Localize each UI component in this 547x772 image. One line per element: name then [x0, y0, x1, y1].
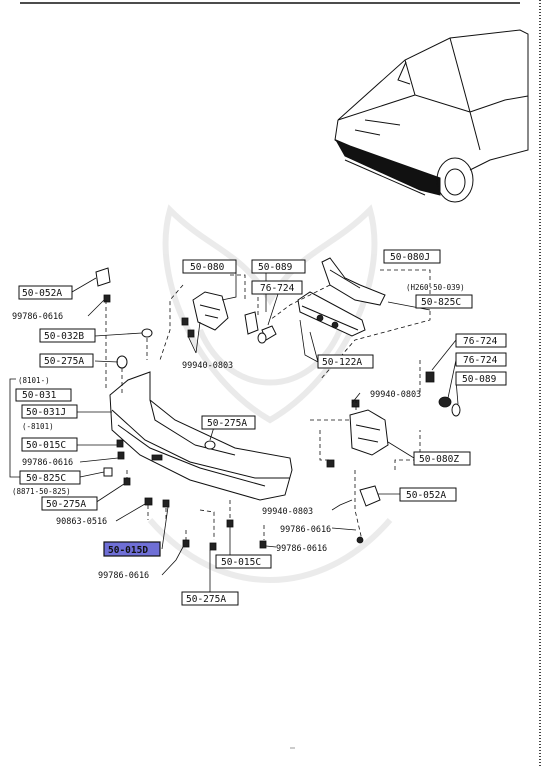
pn-90863-0516: 90863-0516 [56, 517, 107, 527]
callout-76-724-top[interactable]: 76-724 [251, 280, 303, 295]
callout-50-089-right[interactable]: 50-089 [455, 371, 507, 386]
pn-99786-0616-a: 99786-0616 [12, 312, 63, 322]
svg-text:50-080: 50-080 [190, 262, 225, 273]
svg-text:50-031: 50-031 [22, 390, 57, 401]
svg-text:76-724: 76-724 [463, 355, 498, 366]
svg-text:50-080J: 50-080J [390, 252, 430, 263]
note-8101-from: (8101-) [18, 376, 50, 385]
callout-50-089-top[interactable]: 50-089 [251, 259, 306, 274]
callout-50-031J[interactable]: 50-031J [21, 404, 78, 419]
pn-99786-0616-d: 99786-0616 [276, 544, 327, 554]
svg-text:50-089: 50-089 [258, 262, 293, 273]
svg-text:50-015C: 50-015C [26, 440, 66, 451]
callout-50-080J[interactable]: 50-080J [383, 249, 441, 264]
svg-text:76-724: 76-724 [463, 336, 498, 347]
pn-99786-0616-e: 99786-0616 [98, 571, 149, 581]
svg-text:50-032B: 50-032B [44, 331, 84, 342]
callout-50-052A-left[interactable]: 50-052A [18, 285, 73, 300]
callout-76-724-r1[interactable]: 76-724 [455, 333, 507, 348]
right-bracket [326, 399, 389, 468]
callout-76-724-r2[interactable]: 76-724 [455, 352, 507, 367]
svg-text:50-052A: 50-052A [406, 490, 446, 501]
callout-50-275A-left[interactable]: 50-275A [39, 353, 94, 368]
left-bracket [181, 291, 277, 344]
callout-50-031[interactable]: 50-031 [15, 388, 72, 402]
leader-lines [9, 271, 459, 595]
svg-text:76-724: 76-724 [260, 283, 295, 294]
svg-text:50-015D: 50-015D [108, 545, 148, 556]
callout-50-032B[interactable]: 50-032B [39, 328, 96, 343]
note-8871: (8871-50-825) [12, 487, 71, 496]
pn-99940-0803-b: 99940-0803 [370, 390, 421, 400]
callout-50-122A[interactable]: 50-122A [317, 354, 374, 369]
callout-50-080[interactable]: 50-080 [182, 259, 237, 274]
svg-text:50-275A: 50-275A [44, 356, 84, 367]
note-h260: (H260-50-039) [406, 283, 465, 292]
callout-50-052A-right[interactable]: 50-052A [399, 487, 457, 502]
pn-99786-0616-c: 99786-0616 [280, 525, 331, 535]
svg-text:50-015C: 50-015C [221, 557, 261, 568]
callout-50-275A-bottom[interactable]: 50-275A [181, 591, 239, 606]
callout-50-825C-left[interactable]: 50-825C [19, 470, 81, 485]
svg-text:50-089: 50-089 [462, 374, 497, 385]
callout-50-015C-bottom[interactable]: 50-015C [215, 554, 272, 569]
right-small-parts [356, 371, 461, 544]
callout-50-015D-highlighted[interactable]: 50-015D [103, 541, 161, 557]
front-bumper-cover [109, 371, 293, 501]
svg-text:50-825C: 50-825C [26, 473, 66, 484]
svg-text:50-122A: 50-122A [322, 357, 362, 368]
callout-50-275A-mid[interactable]: 50-275A [201, 415, 256, 430]
callout-50-825C-right[interactable]: 50-825C [415, 294, 473, 309]
note-8101-to: (-8101) [22, 422, 54, 431]
svg-text:50-275A: 50-275A [186, 594, 226, 605]
upper-bracket-rail [321, 257, 386, 306]
svg-text:50-031J: 50-031J [26, 407, 66, 418]
callout-50-015C-left[interactable]: 50-015C [21, 437, 78, 452]
callout-50-275A-bottomleft[interactable]: 50-275A [41, 496, 98, 511]
pn-99940-0803-a: 99940-0803 [182, 361, 233, 371]
svg-text:50-052A: 50-052A [22, 288, 62, 299]
callout-50-080Z[interactable]: 50-080Z [413, 451, 471, 466]
svg-text:50-275A: 50-275A [207, 418, 247, 429]
svg-text:50-275A: 50-275A [46, 499, 86, 510]
pn-99940-0803-c: 99940-0803 [262, 507, 313, 517]
car-illustration [334, 29, 529, 203]
assembly-lines [105, 269, 431, 541]
bumper-reinforcement [297, 291, 366, 337]
svg-text:50-080Z: 50-080Z [419, 454, 459, 465]
svg-text:50-825C: 50-825C [421, 297, 461, 308]
pn-99786-0616-b: 99786-0616 [22, 458, 73, 468]
watermark-emblem [147, 204, 393, 583]
